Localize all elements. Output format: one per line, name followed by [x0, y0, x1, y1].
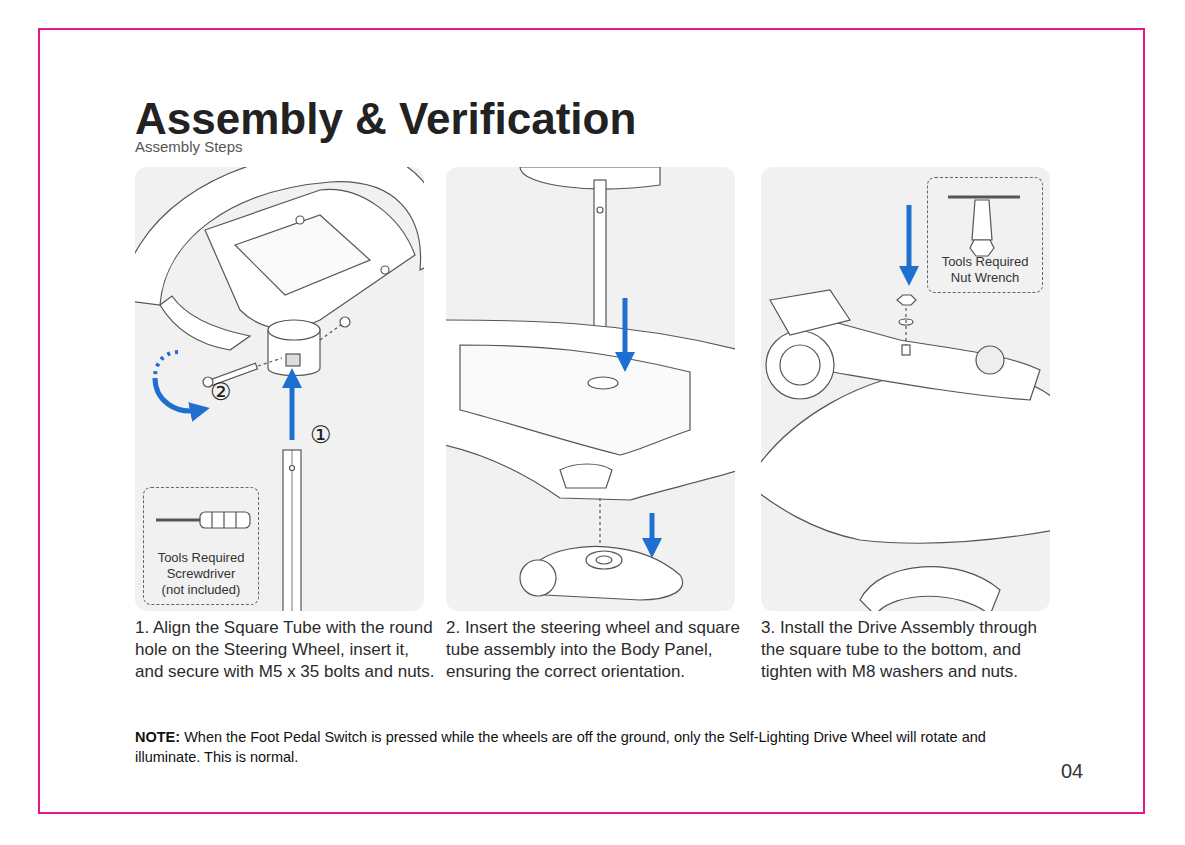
- housing-cap: [770, 290, 850, 335]
- nut-wrench-icon: [948, 197, 1020, 256]
- tube-bolt: [597, 207, 603, 213]
- wrench-bar: [948, 196, 1020, 199]
- wrench-shaft: [972, 200, 992, 240]
- body-underside: [761, 370, 1050, 543]
- rotate-arrow-dots: [155, 352, 178, 378]
- drive-assembly-drawing: [761, 205, 1050, 611]
- gear: [976, 346, 1004, 374]
- handle-grip: [223, 512, 224, 528]
- square-tube: [594, 180, 606, 370]
- drive-housing: [790, 310, 1040, 400]
- tool-text: Tools Required: [938, 254, 1032, 270]
- body-panel-drawing: [446, 167, 735, 600]
- nut: [340, 317, 350, 327]
- foot-pedal: [560, 464, 612, 488]
- body-top: [460, 345, 690, 455]
- washer: [899, 319, 913, 325]
- callout-number: ①: [310, 421, 332, 449]
- wheel-plate: [205, 189, 415, 328]
- drive-wheel: [520, 560, 556, 596]
- steering-wheel-drawing: [135, 167, 424, 611]
- tube-hole: [290, 466, 295, 471]
- screwdriver-handle: [200, 512, 250, 528]
- callout-number: ②: [210, 378, 232, 406]
- step-text: 2. Insert the steering wheel and square …: [446, 617, 746, 683]
- screw-hole: [296, 216, 304, 224]
- page-title: Assembly & Verification: [135, 97, 636, 141]
- hub-cylinder: [268, 330, 320, 376]
- step-panel: 2. Insert the steering wheel and square …: [446, 167, 735, 611]
- square-hole: [286, 354, 300, 366]
- wrench-socket: [970, 240, 994, 256]
- install-arrow: [907, 205, 912, 276]
- note-text: When the Foot Pedal Switch is pressed wh…: [135, 729, 986, 765]
- note-block: NOTE: When the Foot Pedal Switch is pres…: [135, 727, 1010, 767]
- screw-hole: [381, 266, 389, 274]
- tool-text: Nut Wrench: [938, 270, 1032, 286]
- insert-arrow: [650, 513, 655, 548]
- wheel-rim: [135, 167, 424, 305]
- screwdriver-icon: [156, 512, 250, 528]
- step-panel: 1. Align the Square Tube with the round …: [135, 167, 424, 611]
- drive-hub: [596, 556, 612, 564]
- subtitle: Assembly Steps: [135, 138, 243, 155]
- tool-text: Tools Required: [154, 550, 248, 566]
- wheel-grip: [160, 296, 250, 350]
- stud: [902, 345, 910, 355]
- drive-disc: [586, 551, 622, 569]
- screwdriver-shaft: [156, 519, 200, 522]
- drive-wheel-hub: [780, 345, 820, 385]
- drive-wheel: [766, 331, 834, 399]
- leader-line: [258, 358, 282, 366]
- tool-text: Screwdriver (not included): [154, 566, 248, 598]
- leader-line: [599, 498, 600, 545]
- tube-socket: [588, 377, 618, 389]
- step-text: 1. Align the Square Tube with the round …: [135, 617, 435, 683]
- insert-arrow: [623, 298, 628, 362]
- page-number: 04: [1061, 760, 1083, 783]
- leader-line: [905, 308, 906, 350]
- note-heading: NOTE:: [135, 729, 180, 745]
- rotate-arrow: [155, 378, 200, 411]
- handle-grip: [235, 512, 236, 528]
- step-text: 3. Install the Drive Assembly through th…: [761, 617, 1061, 683]
- square-tube: [283, 450, 301, 611]
- body-shell: [446, 320, 735, 500]
- insert-arrow: [290, 378, 295, 440]
- drive-assembly: [540, 546, 683, 600]
- tube-edge: [292, 450, 293, 611]
- step-panel: 3. Install the Drive Assembly through th…: [761, 167, 1050, 611]
- tool-box: Tools RequiredScrewdriver (not included): [143, 487, 259, 605]
- handle-grip: [211, 512, 212, 528]
- leader-line: [320, 322, 345, 340]
- plate-panel: [235, 215, 370, 295]
- hub-top: [268, 320, 320, 340]
- wheel-rim: [860, 567, 1000, 611]
- tool-box: Tools RequiredNut Wrench: [927, 177, 1043, 293]
- nut: [897, 295, 916, 305]
- wheel-bottom: [520, 167, 660, 189]
